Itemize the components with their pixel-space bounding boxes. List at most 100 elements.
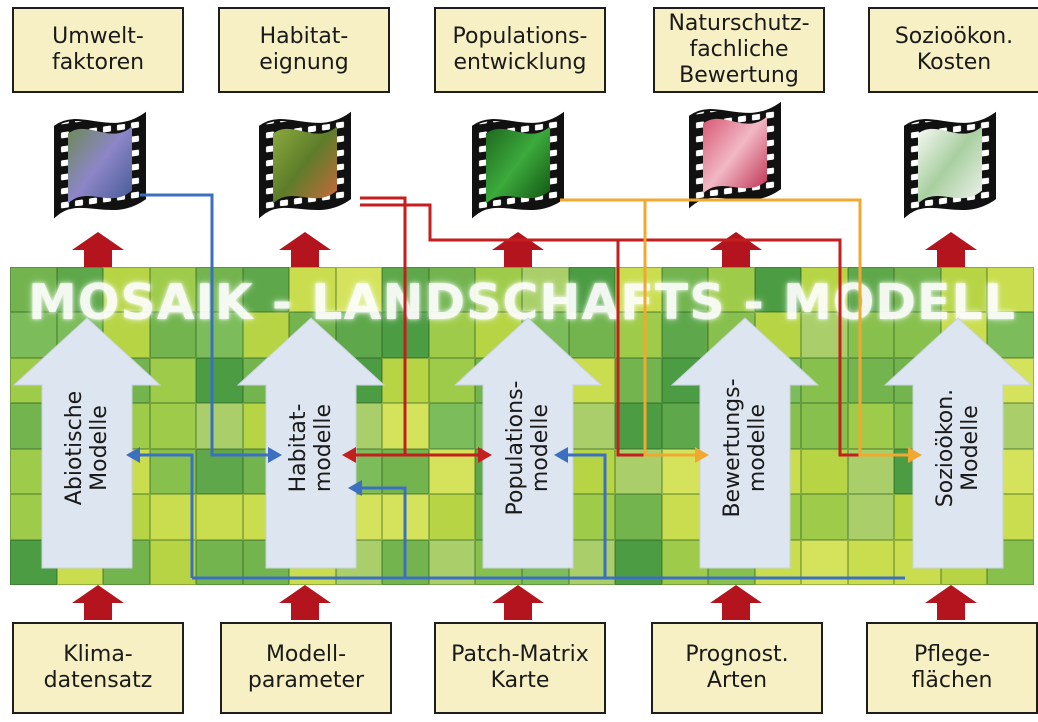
mosaic-tile	[615, 357, 662, 404]
mosaic-tile	[568, 312, 616, 358]
model-arrow-habitat	[236, 317, 386, 569]
film-strip-assessment-icon	[689, 101, 781, 209]
input-box-modellparameter: Modell- parameter	[220, 622, 392, 714]
blue-connection-line	[140, 453, 194, 578]
model-label-population: Populations- modelle	[503, 380, 553, 516]
up-arrow-icon	[279, 232, 331, 267]
mosaic-tile	[196, 312, 243, 358]
model-arrow-socioeconomic	[883, 317, 1033, 569]
arrowhead-icon	[695, 447, 709, 463]
mosaic-tile	[149, 403, 197, 449]
arrowhead-icon	[348, 480, 362, 496]
mosaic-tile	[661, 312, 709, 358]
mosaic-tile	[847, 403, 895, 449]
mosaic-tile	[847, 357, 895, 404]
connection-arrowheads	[126, 447, 922, 496]
orange-connection-line	[560, 198, 695, 457]
blue-connection-line	[405, 453, 607, 580]
blue-connection-line	[140, 193, 268, 457]
mosaic-tile	[847, 267, 895, 313]
model-label-assessment: Bewertungs- modelle	[720, 378, 770, 518]
mosaic-tile	[149, 494, 197, 540]
output-box-naturschutzfachliche-bewertung: Naturschutz- fachliche Bewertung	[653, 7, 825, 93]
up-arrow-icon	[279, 585, 331, 620]
output-arrows	[72, 232, 977, 267]
input-arrows	[72, 585, 977, 620]
input-box-klimadatensatz: Klima- datensatz	[12, 622, 184, 714]
mosaic-tile	[475, 267, 522, 313]
mosaic-tile	[568, 403, 616, 449]
up-arrow-icon	[710, 232, 762, 267]
mosaic-tile	[428, 494, 476, 540]
mosaic-tile	[987, 267, 1034, 313]
output-box-umweltfaktoren: Umwelt- faktoren	[12, 7, 184, 93]
model-arrow-abiotic	[12, 317, 162, 569]
connection-lines	[140, 193, 908, 580]
input-box-prognost-arten: Prognost. Arten	[651, 622, 823, 714]
mosaic-tile	[522, 267, 569, 313]
orange-connection-line	[645, 198, 908, 457]
output-box-soziooekon-kosten: Sozioökon. Kosten	[868, 7, 1038, 93]
mosaic-tile	[196, 267, 243, 313]
mosaic-tile	[196, 494, 243, 540]
mosaic-tile	[847, 494, 895, 540]
film-strip-population-icon	[472, 111, 564, 219]
mosaic-tile	[615, 267, 662, 313]
arrowhead-icon	[126, 447, 140, 463]
mosaic-tile	[10, 312, 57, 358]
up-arrow-icon	[925, 232, 977, 267]
mosaic-tile	[149, 267, 197, 313]
mosaic-tile	[428, 312, 476, 358]
model-arrow-assessment	[670, 317, 820, 569]
model-label-abiotic: Abiotische Modelle	[62, 390, 112, 506]
up-arrow-icon	[72, 232, 124, 267]
model-arrows	[12, 317, 1033, 569]
mosaic-tile	[661, 267, 709, 313]
diagram-title: MOSAIK - LANDSCHAFTS - MODELL	[28, 274, 1016, 331]
mosaic-tile	[987, 312, 1034, 358]
model-label-habitat: Habitat- modelle	[286, 403, 336, 493]
blue-connection-line	[192, 486, 407, 580]
output-box-habitateignung: Habitat- eignung	[218, 7, 390, 93]
mosaic-tile	[103, 267, 150, 313]
mosaic-tile	[615, 494, 662, 540]
arrowhead-icon	[478, 447, 492, 463]
arrowhead-icon	[908, 447, 922, 463]
mosaic-tile	[894, 267, 941, 313]
red-connection-line	[356, 196, 407, 457]
output-box-populationsentwicklung: Populations- entwicklung	[434, 7, 606, 93]
input-box-pflegeflaechen: Pflege- flächen	[866, 622, 1038, 714]
mosaic-tile	[568, 494, 616, 540]
input-box-patch-matrix-karte: Patch-Matrix Karte	[434, 622, 606, 714]
mosaic-tile	[615, 403, 662, 449]
mosaic-tile	[10, 267, 57, 313]
film-strip-habitat-icon	[259, 111, 351, 219]
up-arrow-icon	[710, 585, 762, 620]
mosaic-tile	[428, 267, 476, 313]
mosaic-tile	[149, 312, 197, 358]
film-strip-terrain-icon	[54, 111, 146, 219]
mosaic-tile	[940, 267, 988, 313]
film-strip-costs-icon	[904, 111, 996, 219]
mosaic-tile	[289, 267, 336, 313]
arrowhead-icon	[342, 447, 356, 463]
mosaic-tile	[754, 267, 802, 313]
model-arrow-population	[453, 317, 603, 569]
mosaic-tile	[149, 357, 197, 404]
mosaic-tile	[242, 267, 290, 313]
up-arrow-icon	[492, 585, 544, 620]
arrowhead-icon	[268, 447, 282, 463]
mosaic-tile	[56, 267, 104, 313]
mosaic-tile	[149, 539, 197, 585]
mosaic-tile	[428, 403, 476, 449]
mosaic-tile	[196, 403, 243, 449]
up-arrow-icon	[492, 232, 544, 267]
model-label-socioeconomic: Sozioökon. Modelle	[933, 388, 983, 508]
mosaic-tile	[568, 267, 616, 313]
up-arrow-icon	[925, 585, 977, 620]
mosaic-tile	[615, 312, 662, 358]
up-arrow-icon	[72, 585, 124, 620]
arrowhead-icon	[554, 447, 568, 463]
mosaic-tile	[847, 312, 895, 358]
